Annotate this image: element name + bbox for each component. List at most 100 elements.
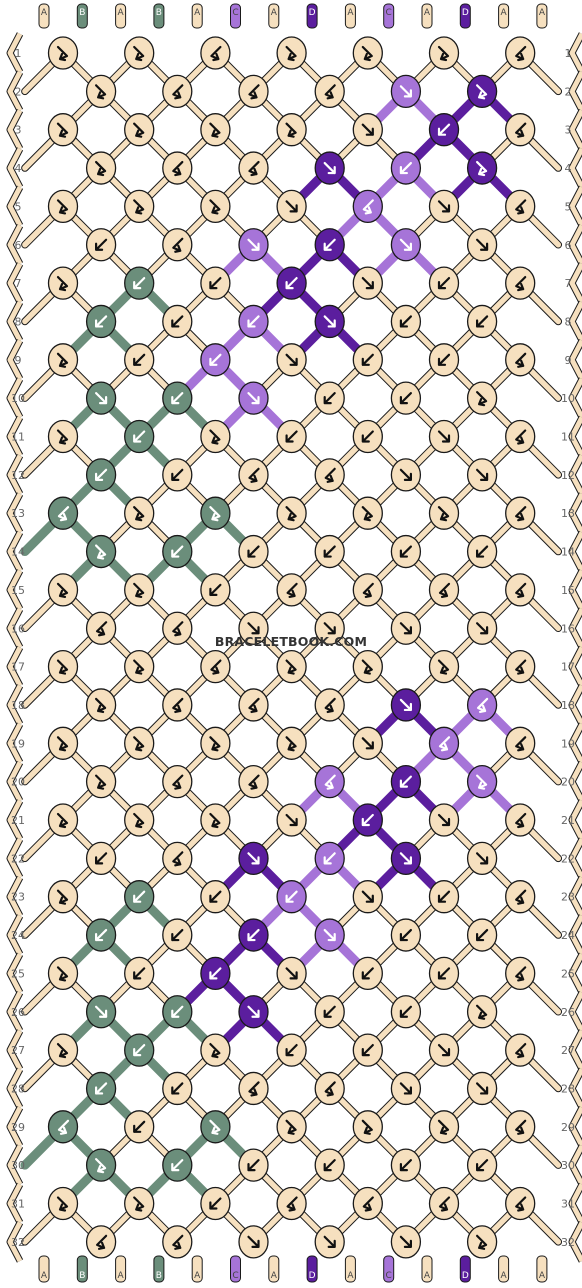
- row-label: 12: [561, 469, 575, 482]
- knot: [85, 304, 117, 339]
- knot-arrow-icon: [399, 468, 412, 481]
- row-label: 5: [15, 200, 22, 213]
- string-bottom-label: A: [347, 1271, 354, 1281]
- knot-arrow-icon: [361, 45, 373, 62]
- row-label: 26: [561, 1006, 575, 1019]
- knot: [85, 151, 117, 185]
- knot: [200, 419, 231, 454]
- string-top-label: A: [501, 8, 508, 18]
- edge-thread: [7, 147, 23, 189]
- knot-arrow-icon: [209, 122, 221, 138]
- knot: [505, 1033, 536, 1067]
- knot: [428, 343, 460, 377]
- knot-arrow-icon: [172, 774, 184, 790]
- row-label: 27: [11, 1044, 25, 1057]
- knot-arrow-icon: [56, 1196, 69, 1212]
- knot: [276, 1186, 307, 1221]
- string-top-label: A: [118, 8, 125, 18]
- string-top-label: B: [156, 8, 162, 18]
- edge-thread: [569, 1106, 582, 1148]
- edge-thread: [569, 838, 582, 879]
- knot-arrow-icon: [285, 200, 298, 213]
- knot: [200, 113, 231, 147]
- string-bottom-label: D: [309, 1271, 316, 1281]
- knot: [200, 1033, 231, 1067]
- knot-arrow-icon: [399, 85, 412, 98]
- knot: [466, 151, 498, 185]
- knot: [47, 189, 79, 224]
- knot-arrow-icon: [56, 1042, 69, 1059]
- knot-arrow-icon: [476, 622, 489, 635]
- knot: [238, 151, 269, 185]
- row-label: 18: [11, 699, 25, 712]
- edge-thread: [7, 838, 23, 879]
- knot: [276, 113, 307, 147]
- string-bottom-label: B: [156, 1271, 162, 1281]
- row-label: 17: [561, 661, 575, 674]
- edge-thread: [569, 1029, 582, 1071]
- edge-thread: [7, 339, 23, 381]
- string-bottom-end: [191, 1255, 203, 1283]
- row-label: 25: [11, 967, 25, 980]
- knot: [124, 113, 155, 147]
- knot-arrow-icon: [361, 1119, 373, 1135]
- knot-arrow-icon: [209, 583, 222, 597]
- knot: [352, 343, 383, 377]
- string-top-end: [421, 3, 433, 29]
- knot-arrow-icon: [209, 1042, 221, 1059]
- knot: [428, 1033, 460, 1067]
- row-label: 3: [15, 124, 22, 137]
- knot: [124, 496, 155, 530]
- row-label: 14: [561, 546, 575, 559]
- knot-arrow-icon: [209, 353, 222, 366]
- knot: [428, 1186, 460, 1221]
- knot-arrow-icon: [285, 353, 298, 366]
- knot: [200, 1186, 231, 1221]
- knot-arrow-icon: [171, 1005, 184, 1018]
- row-label: 6: [565, 239, 572, 252]
- edge-thread: [7, 914, 23, 956]
- string-bottom-end: [268, 1255, 280, 1283]
- knot-arrow-icon: [248, 774, 260, 790]
- knot-arrow-icon: [362, 1196, 374, 1212]
- string-top-label: A: [539, 8, 546, 18]
- knot: [390, 381, 422, 415]
- knot-arrow-icon: [399, 1159, 412, 1172]
- knot-arrow-icon: [285, 1043, 298, 1057]
- row-label: 15: [11, 584, 25, 597]
- knot-arrow-icon: [285, 45, 297, 62]
- knot-arrow-icon: [515, 812, 527, 829]
- knot: [352, 113, 383, 147]
- row-label: 32: [561, 1236, 575, 1249]
- knot-arrow-icon: [56, 812, 69, 829]
- knot-arrow-icon: [476, 238, 489, 251]
- knot-arrow-icon: [172, 697, 184, 714]
- knot-arrow-icon: [285, 430, 298, 443]
- knot: [505, 1110, 536, 1144]
- knot: [162, 228, 193, 262]
- knot: [200, 343, 231, 377]
- knot: [276, 956, 307, 991]
- knot-arrow-icon: [133, 659, 145, 675]
- knot: [466, 228, 498, 262]
- knot: [238, 1071, 269, 1106]
- string-bottom-end: [306, 1255, 318, 1283]
- knot-arrow-icon: [56, 966, 69, 982]
- knot-arrow-icon: [57, 506, 70, 522]
- knot: [124, 726, 155, 760]
- knot-arrow-icon: [94, 392, 108, 405]
- knot-arrow-icon: [476, 1082, 489, 1095]
- knot-arrow-icon: [515, 1119, 527, 1135]
- knot: [390, 228, 422, 262]
- knot-arrow-icon: [324, 467, 336, 483]
- knot-arrow-icon: [209, 1197, 222, 1210]
- row-label: 31: [11, 1198, 25, 1211]
- knot-arrow-icon: [248, 84, 260, 100]
- edge-thread: [569, 32, 582, 74]
- knot-arrow-icon: [56, 659, 69, 675]
- edge-thread: [7, 1144, 23, 1186]
- knot-arrow-icon: [323, 1159, 336, 1172]
- string-top-end: [383, 3, 395, 29]
- knot-arrow-icon: [209, 812, 221, 829]
- knot: [390, 1225, 422, 1259]
